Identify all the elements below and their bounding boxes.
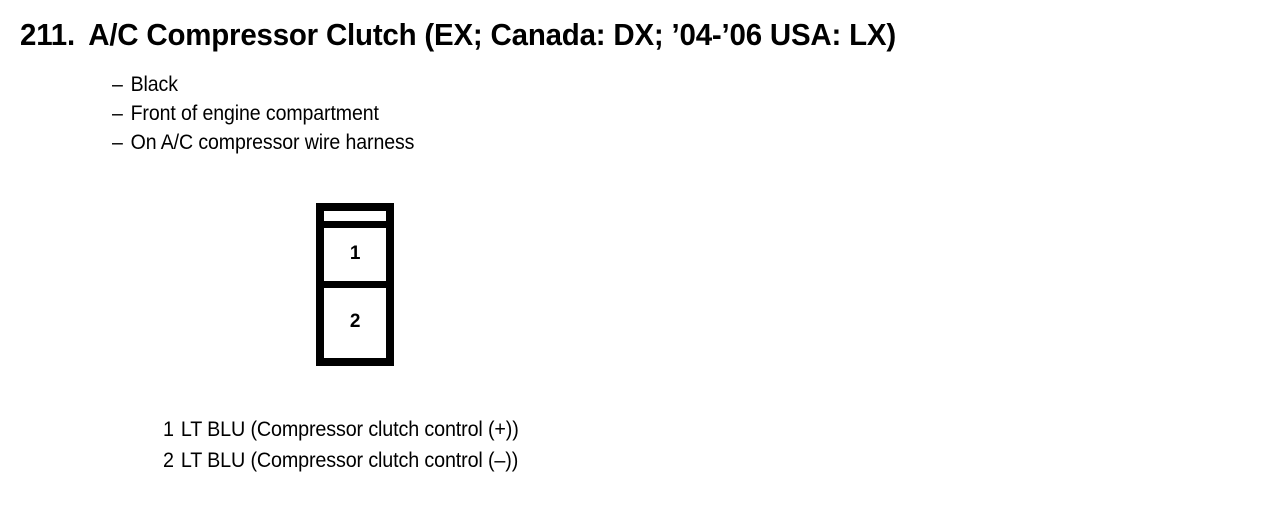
page-title: 211. A/C Compressor Clutch (EX; Canada: … (20, 16, 896, 54)
connector-cavity-2: 2 (324, 288, 386, 358)
dash-bullet-icon: – (112, 102, 123, 125)
pin-description: LT BLU (Compressor clutch control (–)) (180, 449, 519, 472)
connector-diagram: 1 2 (316, 203, 394, 366)
section-title-text: A/C Compressor Clutch (EX; Canada: DX; ’… (88, 17, 896, 52)
connector-keyway (324, 211, 386, 228)
dash-bullet-icon: – (112, 73, 123, 96)
pin-number: 1 (163, 418, 174, 441)
list-item: 1 LT BLU (Compressor clutch control (+)) (163, 414, 519, 445)
section-number: 211. (20, 17, 75, 52)
list-item: – On A/C compressor wire harness (112, 128, 414, 157)
pin-description: LT BLU (Compressor clutch control (+)) (180, 418, 519, 441)
pin-number: 2 (163, 449, 174, 472)
list-item: – Front of engine compartment (112, 99, 414, 128)
cavity-number-label: 2 (349, 311, 361, 332)
attribute-list: – Black – Front of engine compartment – … (112, 70, 414, 157)
list-item: 2 LT BLU (Compressor clutch control (–)) (163, 445, 519, 476)
connector-cavity-1: 1 (324, 228, 386, 288)
list-item-label: On A/C compressor wire harness (130, 131, 415, 154)
pin-legend: 1 LT BLU (Compressor clutch control (+))… (163, 414, 519, 476)
dash-bullet-icon: – (112, 131, 123, 154)
cavity-number-label: 1 (349, 242, 361, 264)
list-item-label: Front of engine compartment (130, 102, 379, 125)
list-item: – Black (112, 70, 414, 99)
list-item-label: Black (130, 73, 178, 96)
